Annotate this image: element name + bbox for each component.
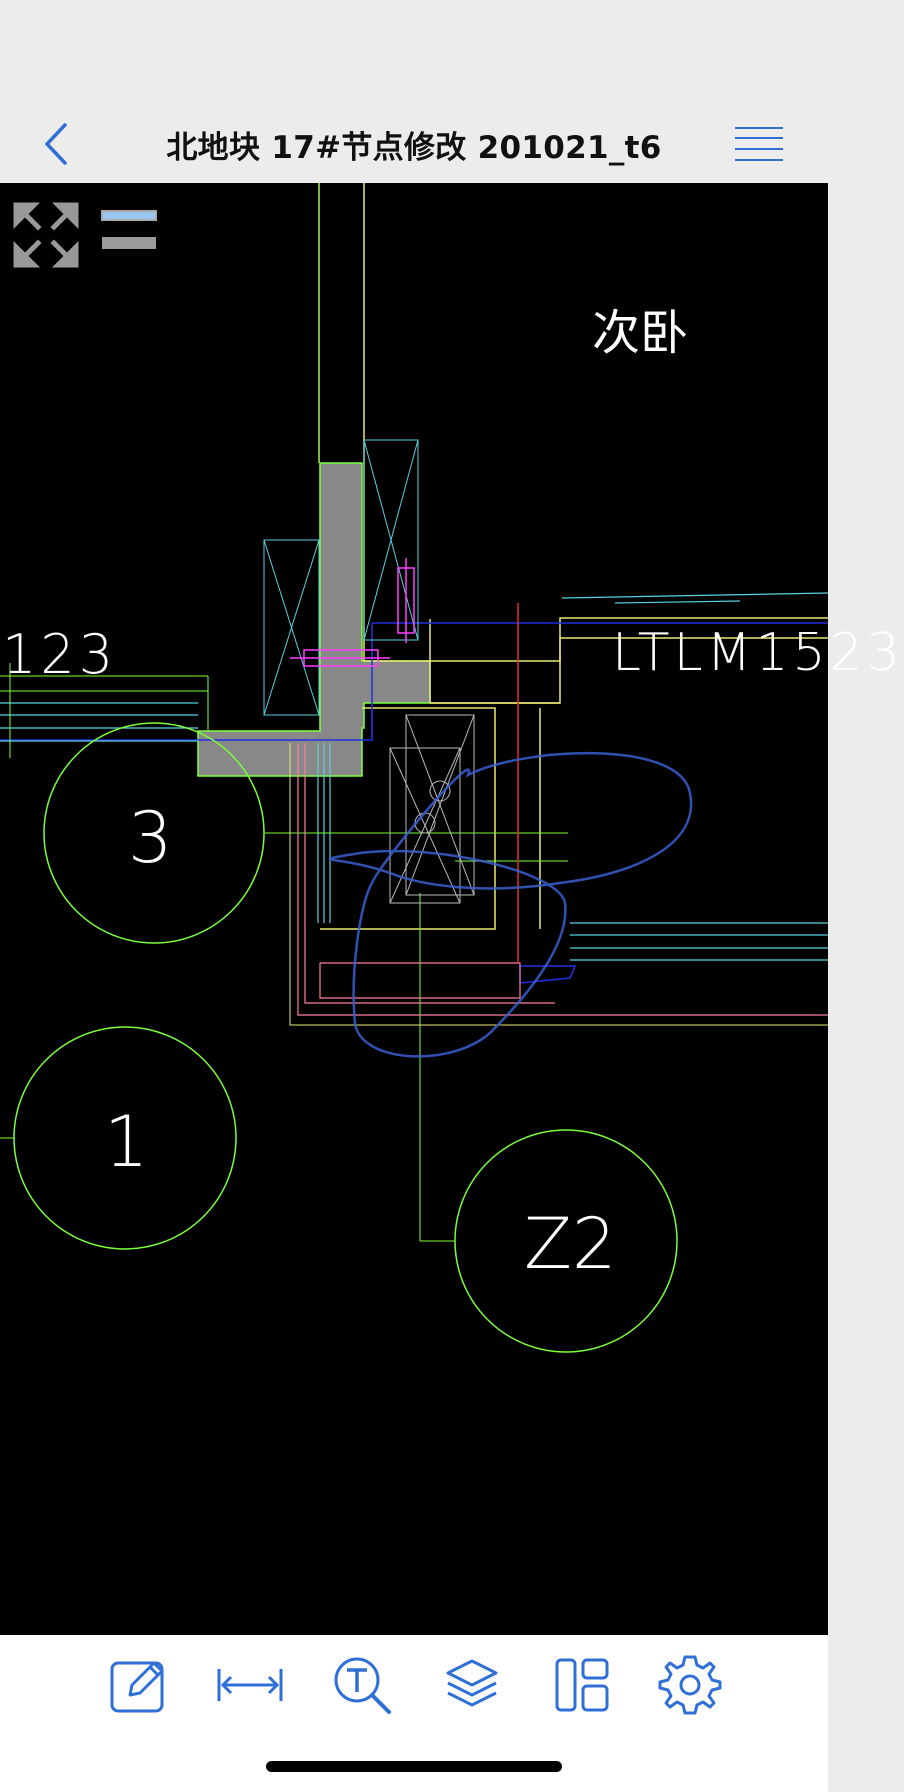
- left-code-label: 123: [2, 623, 118, 686]
- wall-lines: [318, 183, 365, 463]
- status-bar: [0, 0, 828, 105]
- grid-circle-z2: [454, 1129, 678, 1353]
- settings-button[interactable]: [652, 1647, 728, 1723]
- equipment-box-upper: [263, 439, 419, 716]
- layers-toggle-button[interactable]: [101, 209, 158, 255]
- menu-button[interactable]: [734, 119, 784, 169]
- back-button[interactable]: [36, 117, 76, 171]
- page-title: 北地块 17#节点修改 201021_t6: [166, 129, 662, 166]
- yellow-outer-lines: [289, 743, 828, 1026]
- green-lines: [0, 663, 568, 1242]
- cad-drawing-canvas[interactable]: 次卧 LTLM1523 123 3 1 Z2: [0, 183, 900, 1635]
- door-code-label: LTLM1523: [612, 623, 904, 683]
- measure-distance-icon: [217, 1669, 283, 1701]
- chevron-left-icon: [45, 123, 67, 165]
- view-controls: [13, 202, 164, 268]
- markup-loop: [328, 751, 693, 1058]
- edit-pencil-icon: [110, 1661, 164, 1713]
- navigation-bar: 北地块 17#节点修改 201021_t6: [0, 105, 828, 183]
- hamburger-menu-icon: [735, 127, 783, 161]
- equipment-box-center: [389, 714, 475, 904]
- grid-label-z2: Z2: [524, 1203, 617, 1285]
- expand-arrows-icon: [13, 202, 79, 268]
- text-search-icon: [334, 1657, 391, 1714]
- cad-drawing[interactable]: [0, 183, 829, 1635]
- blue-lines: [0, 622, 828, 984]
- magenta-fittings: [290, 558, 415, 667]
- layers-icon: [446, 1659, 498, 1707]
- lines-toggle-icon: [101, 210, 157, 249]
- grid-circle-3: [43, 722, 265, 944]
- grid-circle-1: [13, 1026, 237, 1250]
- room-label: 次卧: [592, 305, 689, 361]
- pink-lines: [297, 743, 828, 1016]
- fullscreen-button[interactable]: [13, 202, 79, 268]
- layout-button[interactable]: [544, 1647, 620, 1723]
- grid-label-1: 1: [104, 1101, 149, 1183]
- measure-tool-button[interactable]: [212, 1647, 288, 1723]
- layout-panels-icon: [555, 1658, 609, 1712]
- grid-label-3: 3: [128, 797, 173, 879]
- layers-button[interactable]: [434, 1647, 510, 1723]
- room-boundary: [320, 393, 828, 930]
- home-indicator: [266, 1761, 562, 1772]
- gear-icon: [658, 1655, 722, 1715]
- wall-fill-gray: [197, 462, 431, 777]
- text-search-button[interactable]: [324, 1647, 400, 1723]
- edit-tool-button[interactable]: [100, 1647, 176, 1723]
